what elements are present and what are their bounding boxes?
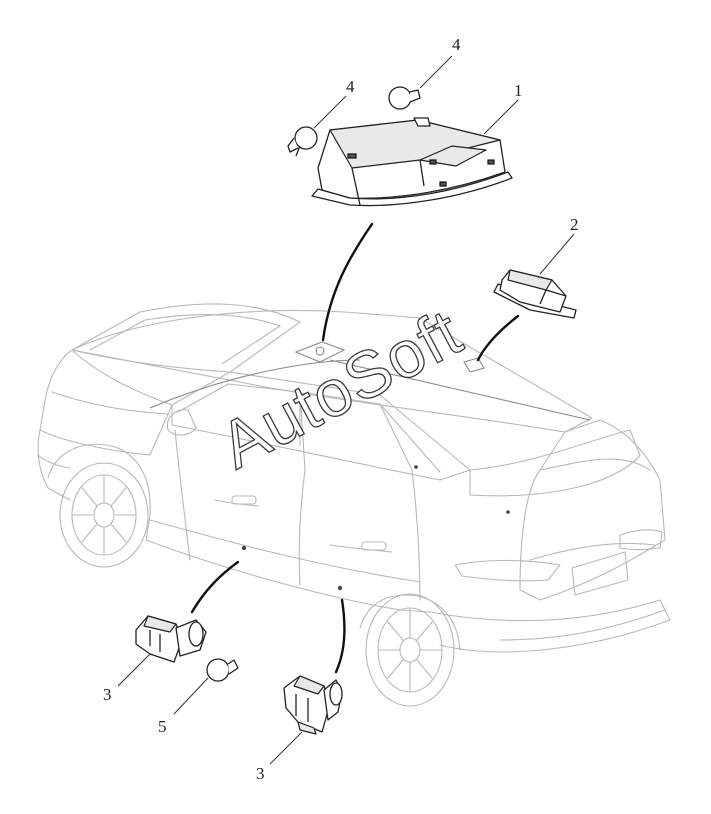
callout-3-right: 3 bbox=[256, 764, 265, 783]
roof-mount-rear bbox=[463, 357, 485, 373]
watermark-text: AutoSoft bbox=[208, 294, 473, 482]
wedge-bulb-icon bbox=[388, 86, 421, 110]
door-courtesy-lamp-icon bbox=[135, 615, 207, 663]
door-courtesy-lamp-icon bbox=[283, 675, 343, 735]
front-dome-lamp-icon bbox=[311, 117, 513, 207]
door-lamp-mount-rear bbox=[337, 585, 343, 591]
callout-4-upper: 4 bbox=[452, 35, 461, 54]
door-lamp-mount-front bbox=[241, 545, 247, 551]
callout-4-left: 4 bbox=[346, 77, 355, 96]
wedge-bulb-icon bbox=[287, 126, 318, 157]
roof-mount-front bbox=[294, 341, 346, 363]
callout-5: 5 bbox=[158, 717, 167, 736]
vehicle-outline bbox=[37, 303, 671, 707]
assembly-link-lines bbox=[190, 222, 520, 674]
callout-3-left: 3 bbox=[103, 685, 112, 704]
rear-dome-lamp-icon bbox=[493, 269, 577, 319]
wedge-bulb-icon bbox=[206, 658, 239, 682]
callout-2: 2 bbox=[570, 215, 579, 234]
front-wheel bbox=[59, 462, 149, 568]
callout-1: 1 bbox=[514, 81, 523, 100]
callouts: 1 2 3 3 4 4 5 bbox=[103, 35, 579, 783]
rear-wheel bbox=[365, 593, 455, 707]
